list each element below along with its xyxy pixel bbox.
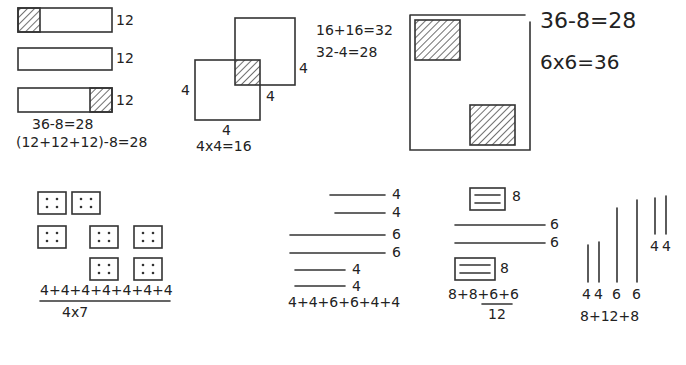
strokes-figure xyxy=(290,195,385,286)
big-square-figure xyxy=(410,15,530,150)
hatched-overlap xyxy=(235,60,260,85)
square xyxy=(235,18,295,85)
bar xyxy=(18,8,112,32)
square-outline xyxy=(410,15,530,150)
sketch-label: 4+4+6+6+4+4 xyxy=(288,294,400,311)
sketch-label: 4+4+4+4+4+4+4 xyxy=(40,282,173,299)
sketch-label: 4 xyxy=(266,88,275,105)
sketch-label: 6 xyxy=(550,234,559,251)
overlap-squares-figure xyxy=(195,18,295,120)
stroke xyxy=(475,202,500,204)
sketch-label: 4 xyxy=(392,186,401,203)
stroke xyxy=(665,196,667,234)
hatched-corner xyxy=(415,20,460,60)
sketch-label: 8+8+6+6 xyxy=(448,286,519,303)
dot-box xyxy=(90,258,118,280)
sketch-label: 36-8=28 xyxy=(32,116,93,133)
sketch-label: 12 xyxy=(116,50,134,67)
sketch-label: 4 xyxy=(352,261,361,278)
stroke xyxy=(455,242,545,244)
sketch-label: (12+12+12)-8=28 xyxy=(16,134,147,151)
sketch-label: 6 xyxy=(392,244,401,261)
sketch-label: 8 xyxy=(500,260,509,277)
stroke xyxy=(290,252,385,254)
stroke xyxy=(290,234,385,236)
sketch-label: 4 xyxy=(181,82,190,99)
bar xyxy=(18,88,112,112)
stroke xyxy=(460,272,490,274)
sketch-label: 32-4=28 xyxy=(316,44,377,61)
group-box xyxy=(455,258,495,280)
sketch-label: 6 xyxy=(612,286,621,303)
sketch-label: 12 xyxy=(116,92,134,109)
stroke xyxy=(587,245,589,282)
sum-underline xyxy=(40,300,170,302)
dot-box xyxy=(90,226,118,248)
sketch-label: 4x4=16 xyxy=(196,138,252,155)
sketch-label: 8+12+8 xyxy=(580,308,639,325)
square xyxy=(195,60,260,120)
sketch-label: 4 xyxy=(392,204,401,221)
sketch-label: 8 xyxy=(512,188,521,205)
hatched-corner xyxy=(470,105,515,145)
stroke xyxy=(295,285,345,287)
bars-figure xyxy=(18,8,112,112)
sketch-label: 12 xyxy=(116,12,134,29)
dot-box xyxy=(134,258,162,280)
sketch-label: 6 xyxy=(632,286,641,303)
stroke xyxy=(330,194,385,196)
sketch-label: 4 xyxy=(650,238,659,255)
stroke xyxy=(616,208,618,282)
stroke xyxy=(335,212,385,214)
sketch-label: 6 xyxy=(550,216,559,233)
sketch-label: 6 xyxy=(392,226,401,243)
sketch-label: 4 xyxy=(582,286,591,303)
stroke xyxy=(598,242,600,282)
sum-underline xyxy=(482,303,512,305)
bar xyxy=(18,48,112,70)
vertical-strokes-figure xyxy=(588,196,666,282)
hatched-square xyxy=(18,8,40,32)
sketch-label: 4 xyxy=(222,122,231,139)
stroke xyxy=(475,194,500,196)
stroke xyxy=(636,200,638,282)
stroke xyxy=(455,224,545,226)
dot-box xyxy=(134,226,162,248)
stroke xyxy=(460,264,490,266)
sketch-label: 4x7 xyxy=(62,304,88,321)
group-box xyxy=(470,188,505,210)
sketch-label: 6x6=36 xyxy=(540,50,620,74)
sketch-label: 4 xyxy=(299,60,308,77)
hatched-square xyxy=(90,88,112,112)
sketch-label: 4 xyxy=(662,238,671,255)
stroke xyxy=(295,269,345,271)
sketch-label: 4 xyxy=(594,286,603,303)
dot-box xyxy=(38,192,66,214)
dot-box xyxy=(38,226,66,248)
sketch-label: 12 xyxy=(488,306,506,323)
stroke xyxy=(654,198,656,234)
sketch-label: 16+16=32 xyxy=(316,22,393,39)
dot-box xyxy=(72,192,100,214)
sketch-label: 36-8=28 xyxy=(540,8,636,34)
sketch-label: 4 xyxy=(352,278,361,295)
